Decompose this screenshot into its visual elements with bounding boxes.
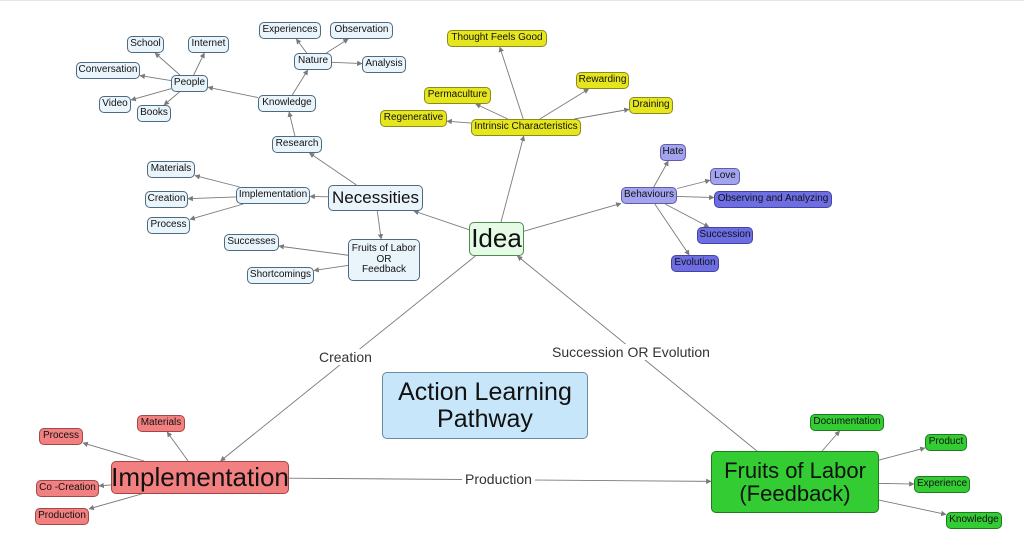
books-node[interactable]: Books	[137, 105, 171, 122]
connector-line	[654, 161, 669, 187]
intrinsic-characteristics-node[interactable]: Intrinsic Characteristics	[471, 119, 581, 136]
draining-node[interactable]: Draining	[629, 97, 673, 114]
connector-line	[167, 432, 188, 461]
connector-line	[501, 136, 524, 222]
thought-feels-good-node[interactable]: Thought Feels Good	[447, 30, 547, 47]
connector-line	[99, 485, 111, 486]
connector-line	[677, 196, 714, 197]
shortcomings-node[interactable]: Shortcomings	[247, 267, 314, 284]
connector-line	[524, 203, 621, 231]
school-node[interactable]: School	[127, 36, 164, 53]
hate-node[interactable]: Hate	[660, 144, 686, 161]
analysis-node[interactable]: Analysis	[362, 56, 406, 73]
creation-small-node[interactable]: Creation	[145, 191, 188, 208]
connector-line	[289, 112, 295, 136]
evolution-node[interactable]: Evolution	[671, 255, 719, 272]
connector-line	[879, 500, 946, 514]
regenerative-node[interactable]: Regenerative	[380, 110, 447, 127]
connector-line	[665, 204, 709, 227]
connector-line	[879, 483, 914, 484]
materials-small-node[interactable]: Materials	[147, 161, 195, 178]
succession-node[interactable]: Succession	[697, 227, 753, 244]
title-line1: Action Learning	[398, 379, 572, 405]
edge-label-creation: Creation	[316, 349, 375, 365]
permaculture-node[interactable]: Permaculture	[424, 87, 491, 104]
video-node[interactable]: Video	[99, 96, 131, 113]
people-node[interactable]: People	[171, 75, 208, 92]
connector-line	[677, 180, 710, 188]
fruits-of-labor-big-node[interactable]: Fruits of Labor (Feedback)	[711, 451, 879, 513]
co-creation-node[interactable]: Co -Creation	[36, 480, 99, 497]
connector-line	[309, 153, 356, 185]
product-node[interactable]: Product	[925, 434, 967, 451]
connector-line	[655, 204, 690, 255]
process-small-node[interactable]: Process	[147, 217, 190, 234]
experience-node[interactable]: Experience	[914, 476, 970, 493]
edge-label-production: Production	[462, 471, 535, 487]
connector-line	[292, 70, 307, 95]
connector-line	[89, 494, 142, 509]
connector-line	[500, 47, 523, 119]
necessities-node[interactable]: Necessities	[328, 185, 423, 211]
connector-line	[208, 87, 258, 97]
fruits-big-line2: (Feedback)	[739, 482, 850, 505]
experiences-node[interactable]: Experiences	[259, 22, 321, 39]
implementation-small-node[interactable]: Implementation	[236, 187, 310, 204]
successes-node[interactable]: Successes	[224, 234, 279, 251]
connector-line	[188, 197, 236, 199]
research-node[interactable]: Research	[272, 136, 322, 153]
connector-line	[447, 121, 471, 123]
fruits-of-labor-small-node[interactable]: Fruits of Labor OR Feedback	[348, 239, 420, 281]
observing-and-analyzing-node[interactable]: Observing and Analyzing	[714, 191, 832, 208]
connector-line	[140, 76, 171, 81]
conversation-node[interactable]: Conversation	[76, 62, 140, 79]
materials-red-node[interactable]: Materials	[137, 415, 185, 432]
connector-line	[574, 109, 629, 119]
action-learning-pathway-title: Action Learning Pathway	[382, 372, 588, 439]
connector-line	[540, 89, 589, 119]
knowledge-node[interactable]: Knowledge	[258, 95, 316, 112]
knowledge-green-node[interactable]: Knowledge	[946, 512, 1002, 529]
connector-line	[377, 211, 381, 239]
connector-line	[326, 39, 348, 53]
nature-node[interactable]: Nature	[294, 53, 332, 70]
love-node[interactable]: Love	[710, 168, 740, 185]
connector-line	[476, 104, 508, 119]
connector-line	[279, 246, 348, 255]
connector-line	[414, 211, 469, 230]
observation-node[interactable]: Observation	[330, 22, 393, 39]
internet-node[interactable]: Internet	[188, 36, 229, 53]
connector-line	[314, 265, 348, 270]
connector-line	[190, 204, 243, 219]
title-line2: Pathway	[437, 406, 533, 432]
idea-node[interactable]: Idea	[469, 222, 524, 256]
connector-line	[131, 89, 171, 100]
fruits-small-line3: Feedback	[362, 265, 406, 276]
process-red-node[interactable]: Process	[39, 428, 83, 445]
rewarding-node[interactable]: Rewarding	[576, 72, 629, 89]
connector-line	[879, 448, 925, 460]
connector-line	[164, 92, 179, 105]
edge-label-succession-or-evolution: Succession OR Evolution	[549, 344, 713, 360]
fruits-big-line1: Fruits of Labor	[724, 459, 866, 482]
implementation-big-node[interactable]: Implementation	[111, 461, 289, 494]
connector-line	[155, 53, 180, 75]
connector-line	[195, 176, 240, 187]
connector-line	[332, 62, 362, 63]
connector-line	[822, 431, 839, 451]
production-red-node[interactable]: Production	[35, 508, 89, 525]
behaviours-node[interactable]: Behaviours	[621, 187, 677, 204]
documentation-node[interactable]: Documentation	[810, 414, 884, 431]
connector-line	[83, 443, 144, 461]
connector-line	[194, 53, 205, 75]
connector-line	[296, 39, 306, 53]
